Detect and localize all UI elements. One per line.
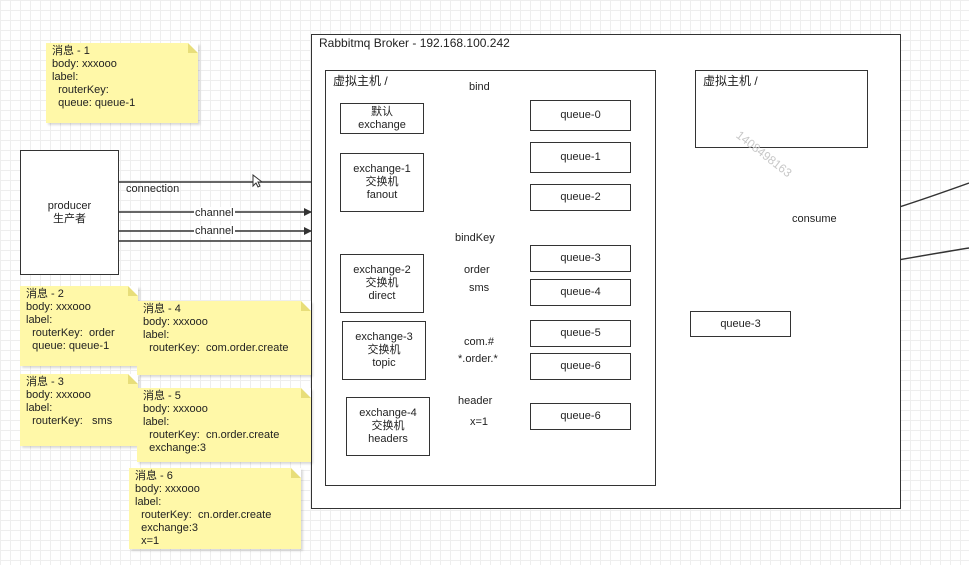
note-line: body: xxxooo [143,403,208,415]
message-note-2: 消息 - 2 body: xxxooo label: routerKey: or… [20,286,138,366]
note-line: routerKey: cn.order.create [143,429,280,441]
message-note-3: 消息 - 3 body: xxxooo label: routerKey: sm… [20,374,138,446]
note-line: routerKey: com.order.create [143,342,289,354]
note-line: body: xxxooo [143,316,208,328]
exchange-4[interactable]: exchange-4 交换机 headers [346,397,430,456]
exchange-default[interactable]: 默认 exchange [340,103,424,134]
exchange-1-name: exchange-1 [353,163,411,175]
note-line: routerKey: sms [26,415,113,427]
vhost-right-title: 虚拟主机 / [703,74,758,88]
note-line: body: xxxooo [135,483,200,495]
exchange-2[interactable]: exchange-2 交换机 direct [340,254,424,313]
header-label: header [458,395,493,407]
routing-label-x1: x=1 [469,416,490,428]
producer-label: producer [47,199,92,212]
note-line: label: [135,496,162,508]
mouse-cursor-icon [252,174,262,188]
note-line: 消息 - 2 [26,288,64,300]
exchange-3-cn: 交换机 [367,344,401,356]
note-line: routerKey: [52,84,109,96]
queue-6b-box[interactable]: queue-6 [530,403,631,430]
queue-5-box[interactable]: queue-5 [530,320,631,347]
queue-6-box[interactable]: queue-6 [530,353,631,380]
note-line: routerKey: order [26,327,115,339]
note-line: body: xxxooo [26,301,91,313]
vhost-right [695,70,868,148]
channel-label-2: channel [194,225,235,237]
exchange-3-type: topic [372,357,396,369]
note-line: label: [143,416,170,428]
note-line: 消息 - 1 [52,45,90,57]
queue-4-box[interactable]: queue-4 [530,279,631,306]
note-line: body: xxxooo [52,58,117,70]
exchange-2-name: exchange-2 [353,264,411,276]
exchange-1-cn: 交换机 [365,176,399,188]
note-line: x=1 [135,535,160,547]
note-line: body: xxxooo [26,389,91,401]
queue-1-box[interactable]: queue-1 [530,142,631,173]
exchange-4-cn: 交换机 [371,420,405,432]
note-line: label: [26,402,53,414]
message-note-5: 消息 - 5 body: xxxooo label: routerKey: cn… [137,388,311,462]
note-line: queue: queue-1 [52,97,136,109]
exchange-4-name: exchange-4 [359,407,417,419]
note-line: 消息 - 3 [26,376,64,388]
exchange-4-type: headers [368,433,408,445]
note-line: 消息 - 6 [135,470,173,482]
exchange-3-name: exchange-3 [355,331,413,343]
note-line: label: [143,329,170,341]
message-note-6: 消息 - 6 body: xxxooo label: routerKey: cn… [129,468,301,549]
channel-label-1: channel [194,207,235,219]
connection-label: connection [126,183,180,195]
bind-label: bind [469,81,490,93]
note-line: 消息 - 5 [143,390,181,402]
message-note-4: 消息 - 4 body: xxxooo label: routerKey: co… [137,301,311,375]
bindkey-label: bindKey [455,232,495,244]
vhost-left-title: 虚拟主机 / [333,74,388,88]
note-line: routerKey: cn.order.create [135,509,272,521]
queue-2-box[interactable]: queue-2 [530,184,631,211]
note-line: exchange:3 [135,522,198,534]
exchange-1-type: fanout [366,189,398,201]
note-line: 消息 - 4 [143,303,181,315]
exchange-3[interactable]: exchange-3 交换机 topic [342,321,426,380]
routing-label-star-order: *.order.* [457,353,499,365]
note-line: queue: queue-1 [26,340,110,352]
producer-box[interactable]: producer 生产者 [20,150,119,275]
message-note-1: 消息 - 1 body: xxxooo label: routerKey: qu… [46,43,198,123]
queue-3-right-box[interactable]: queue-3 [690,311,791,337]
exchange-default-line2: exchange [358,118,406,131]
exchange-2-type: direct [368,290,396,302]
note-line: label: [52,71,79,83]
exchange-1[interactable]: exchange-1 交换机 fanout [340,153,424,212]
exchange-default-line1: 默认 [371,105,393,118]
note-line: label: [26,314,53,326]
producer-label-cn: 生产者 [53,212,86,225]
vhost-left [325,70,656,486]
exchange-2-cn: 交换机 [365,277,399,289]
routing-label-order: order [463,264,491,276]
routing-label-com: com.# [463,336,495,348]
broker-title: Rabbitmq Broker - 192.168.100.242 [319,36,510,50]
routing-label-sms: sms [468,282,491,294]
consume-label: consume [791,213,838,225]
queue-0-box[interactable]: queue-0 [530,100,631,131]
queue-3-box[interactable]: queue-3 [530,245,631,272]
note-line: exchange:3 [143,442,206,454]
